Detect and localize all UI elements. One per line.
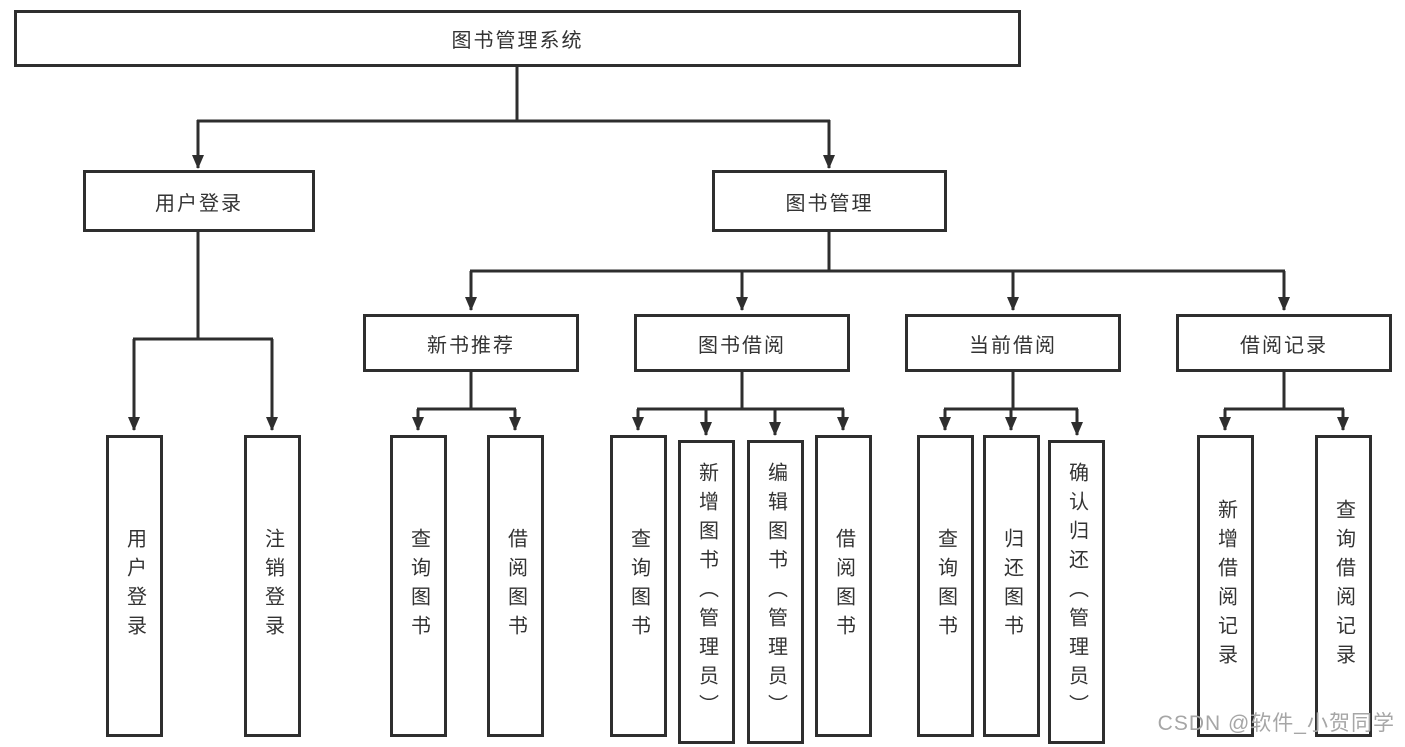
connector-elbows bbox=[133, 67, 1344, 411]
leaf-add-borrow-record-label: 新增借阅记录 bbox=[1214, 499, 1237, 673]
leaf-query-books-recommend-label: 查询图书 bbox=[407, 528, 430, 644]
node-book-borrowing: 图书借阅 bbox=[634, 314, 850, 372]
node-root-label: 图书管理系统 bbox=[451, 30, 584, 52]
node-book-management-label: 图书管理 bbox=[785, 192, 874, 215]
leaf-query-borrow-record: 查询借阅记录 bbox=[1315, 435, 1372, 737]
leaf-edit-book-admin: 编辑图书（管理员） bbox=[747, 440, 804, 744]
leaf-confirm-return-admin: 确认归还（管理员） bbox=[1048, 440, 1105, 744]
node-current-borrowing-label: 当前借阅 bbox=[969, 334, 1057, 357]
leaf-borrow-books-borrowing: 借阅图书 bbox=[815, 435, 872, 737]
leaf-confirm-return-admin-label: 确认归还（管理员） bbox=[1065, 461, 1088, 723]
leaf-query-books-borrowing-label: 查询图书 bbox=[627, 528, 650, 644]
leaf-borrow-books-recommend-label: 借阅图书 bbox=[504, 528, 527, 644]
leaf-logout: 注销登录 bbox=[244, 435, 301, 737]
node-book-borrowing-label: 图书借阅 bbox=[698, 334, 786, 357]
node-root-system: 图书管理系统 bbox=[14, 10, 1021, 67]
leaf-return-books-label: 归还图书 bbox=[1000, 528, 1023, 644]
leaf-return-books: 归还图书 bbox=[983, 435, 1040, 737]
node-new-book-recommend-label: 新书推荐 bbox=[427, 334, 515, 357]
node-user-login: 用户登录 bbox=[83, 170, 315, 232]
node-user-login-label: 用户登录 bbox=[155, 192, 243, 215]
leaf-user-login-label: 用户登录 bbox=[123, 528, 146, 644]
leaf-borrow-books-borrowing-label: 借阅图书 bbox=[832, 528, 855, 644]
leaf-query-borrow-record-label: 查询借阅记录 bbox=[1332, 499, 1355, 673]
leaf-edit-book-admin-label: 编辑图书（管理员） bbox=[764, 461, 787, 723]
leaf-query-books-current: 查询图书 bbox=[917, 435, 974, 737]
node-borrowing-records-label: 借阅记录 bbox=[1240, 334, 1328, 357]
node-current-borrowing: 当前借阅 bbox=[905, 314, 1121, 372]
leaf-add-book-admin: 新增图书（管理员） bbox=[678, 440, 735, 744]
leaf-user-login: 用户登录 bbox=[106, 435, 163, 737]
leaf-query-books-current-label: 查询图书 bbox=[934, 528, 957, 644]
leaf-add-borrow-record: 新增借阅记录 bbox=[1197, 435, 1254, 737]
leaf-borrow-books-recommend: 借阅图书 bbox=[487, 435, 544, 737]
node-book-management: 图书管理 bbox=[712, 170, 947, 232]
node-new-book-recommend: 新书推荐 bbox=[363, 314, 579, 372]
leaf-query-books-recommend: 查询图书 bbox=[390, 435, 447, 737]
leaf-add-book-admin-label: 新增图书（管理员） bbox=[695, 461, 718, 723]
leaf-logout-label: 注销登录 bbox=[261, 528, 284, 644]
csdn-watermark: CSDN @软件_小贺同学 bbox=[1157, 712, 1395, 735]
node-borrowing-records: 借阅记录 bbox=[1176, 314, 1392, 372]
leaf-query-books-borrowing: 查询图书 bbox=[610, 435, 667, 737]
